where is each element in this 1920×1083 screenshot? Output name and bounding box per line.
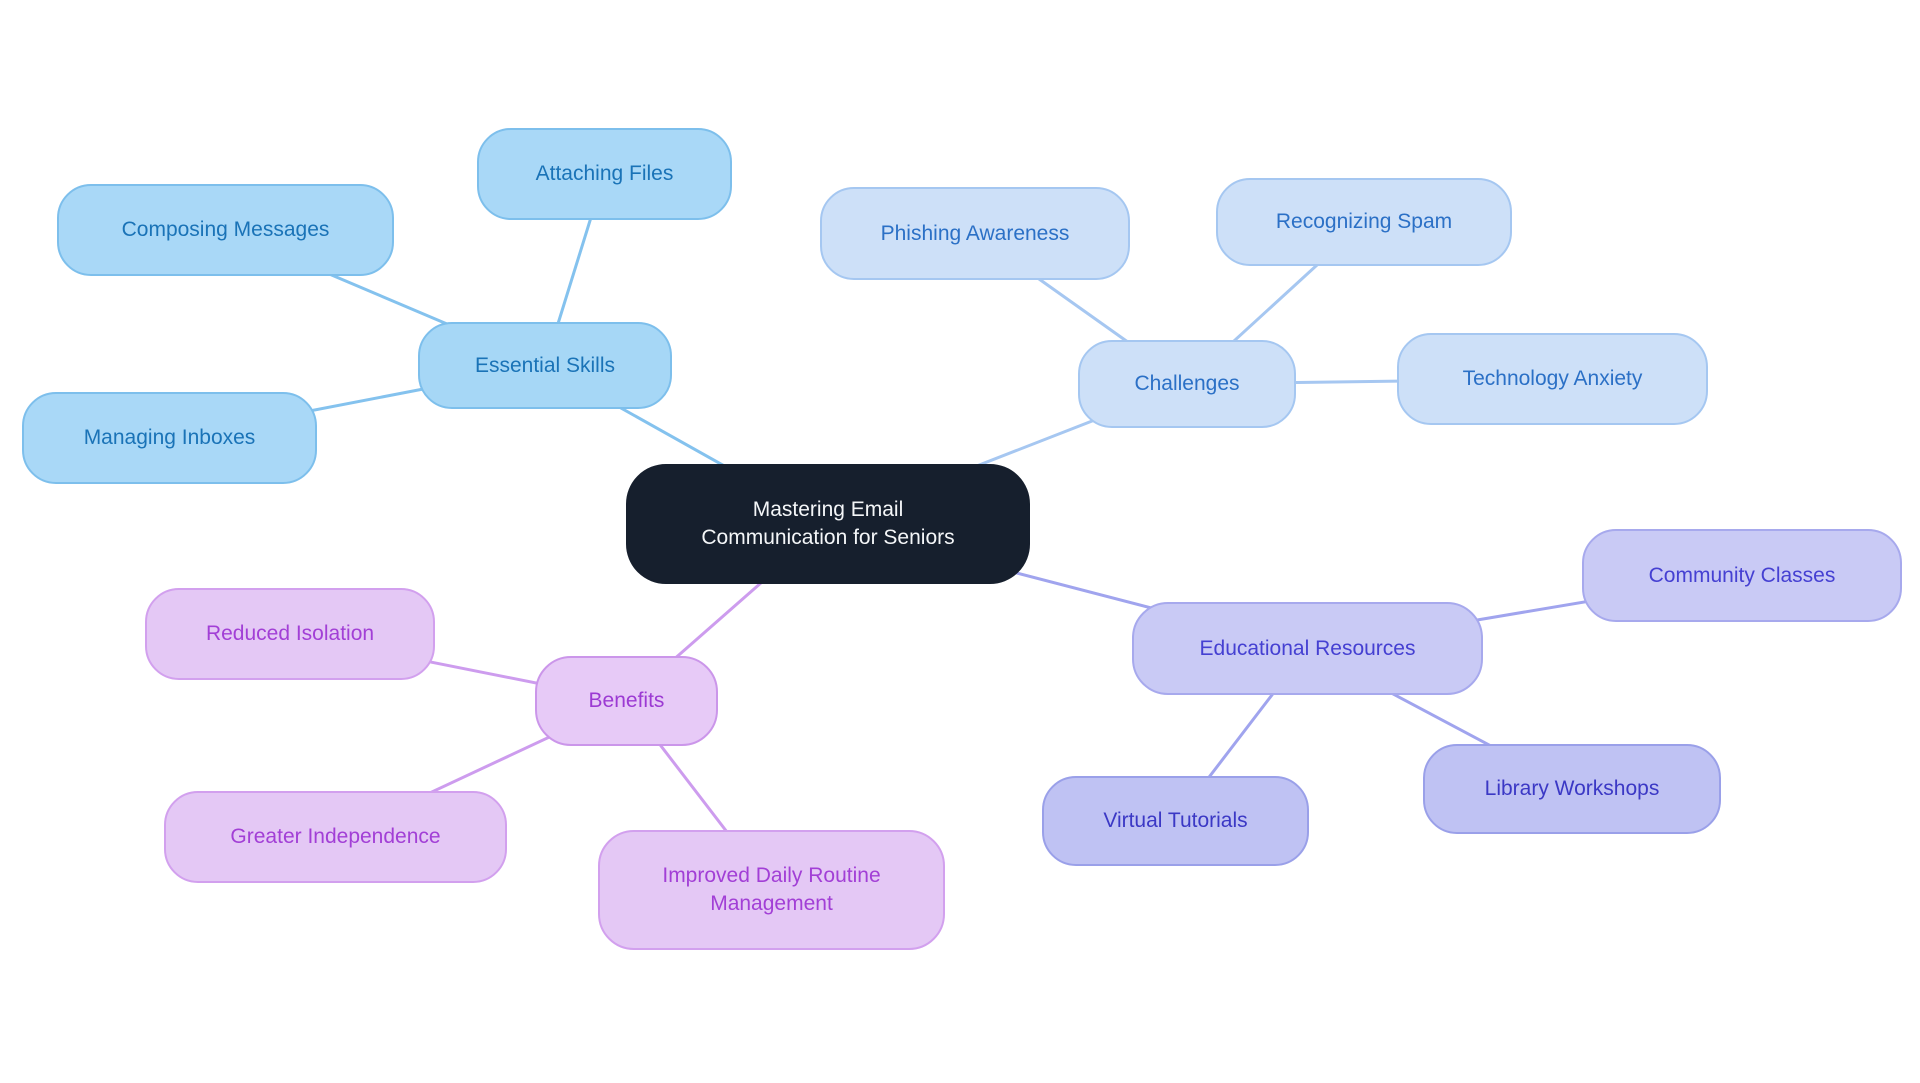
node-reduced-isolation[interactable]: Reduced Isolation	[145, 588, 435, 680]
node-phishing-awareness[interactable]: Phishing Awareness	[820, 187, 1130, 280]
node-composing-messages[interactable]: Composing Messages	[57, 184, 394, 276]
node-educational-resources[interactable]: Educational Resources	[1132, 602, 1483, 695]
node-managing-inboxes[interactable]: Managing Inboxes	[22, 392, 317, 484]
node-attaching-files[interactable]: Attaching Files	[477, 128, 732, 220]
node-technology-anxiety[interactable]: Technology Anxiety	[1397, 333, 1708, 425]
node-benefits[interactable]: Benefits	[535, 656, 718, 746]
node-library-workshops[interactable]: Library Workshops	[1423, 744, 1721, 834]
node-recognizing-spam[interactable]: Recognizing Spam	[1216, 178, 1512, 266]
node-improved-daily-routine[interactable]: Improved Daily Routine Management	[598, 830, 945, 950]
node-virtual-tutorials[interactable]: Virtual Tutorials	[1042, 776, 1309, 866]
node-challenges[interactable]: Challenges	[1078, 340, 1296, 428]
node-community-classes[interactable]: Community Classes	[1582, 529, 1902, 622]
node-central[interactable]: Mastering Email Communication for Senior…	[626, 464, 1030, 584]
node-essential-skills[interactable]: Essential Skills	[418, 322, 672, 409]
node-greater-independence[interactable]: Greater Independence	[164, 791, 507, 883]
